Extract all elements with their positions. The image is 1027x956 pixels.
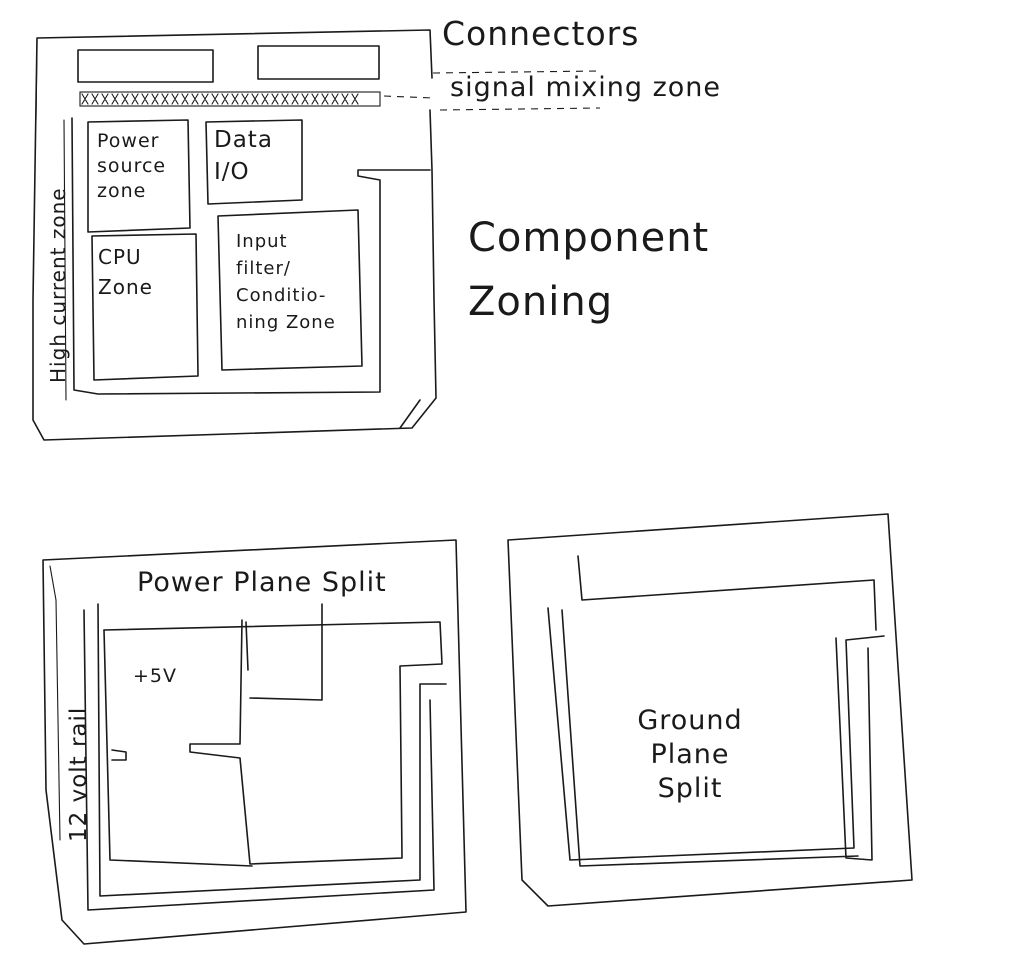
cpu-zone-label: CPU Zone: [98, 245, 153, 299]
twelve-volt-rail-label: 12 volt rail: [66, 706, 92, 842]
connectors-label: Connectors: [442, 14, 640, 53]
rail-outer-outline: [83, 609, 435, 911]
power-plane-split-title: Power Plane Split: [137, 567, 387, 598]
high-current-outline: [71, 117, 431, 395]
plus5v-label: +5V: [133, 665, 178, 687]
mixing-zone-strip: [79, 91, 381, 107]
ground-plane-split-title: Ground Plane Split: [637, 705, 743, 804]
connector-leader: [432, 70, 601, 74]
ground-top-channel: [577, 555, 877, 631]
power-plane-board: [42, 539, 467, 945]
ground-right-channel: [835, 637, 873, 861]
ground-board-outline: [507, 513, 913, 907]
ground-inner-region: [547, 607, 885, 861]
connector-block-right: [257, 45, 380, 80]
cpu-zone-box: [91, 233, 199, 381]
data-io-zone-box: [205, 119, 303, 205]
component-zoning-title: Component Zoning: [468, 215, 710, 325]
power-board-outline: [42, 539, 467, 945]
component-zoning-board: [32, 29, 601, 441]
input-filter-zone-label: Input filter/ Conditio- ning Zone: [236, 231, 336, 333]
plus5v-region: [103, 619, 443, 865]
high-current-zone-label: High current zone: [46, 187, 70, 383]
data-io-zone-label: Data I/O: [214, 127, 273, 185]
signal-mixing-zone-label: signal mixing zone: [450, 72, 721, 103]
input-filter-zone-box: [217, 209, 363, 371]
mixing-zone-hatch: [81, 93, 359, 105]
rail-inner-outline: [97, 603, 447, 897]
power-source-zone-box: [87, 119, 191, 233]
board-outline: [32, 29, 437, 441]
connector-block-left: [77, 49, 214, 83]
ground-plane-board: [507, 513, 913, 907]
mixing-zone-leader: [383, 95, 601, 111]
power-source-zone-label: Power source zone: [97, 130, 167, 202]
